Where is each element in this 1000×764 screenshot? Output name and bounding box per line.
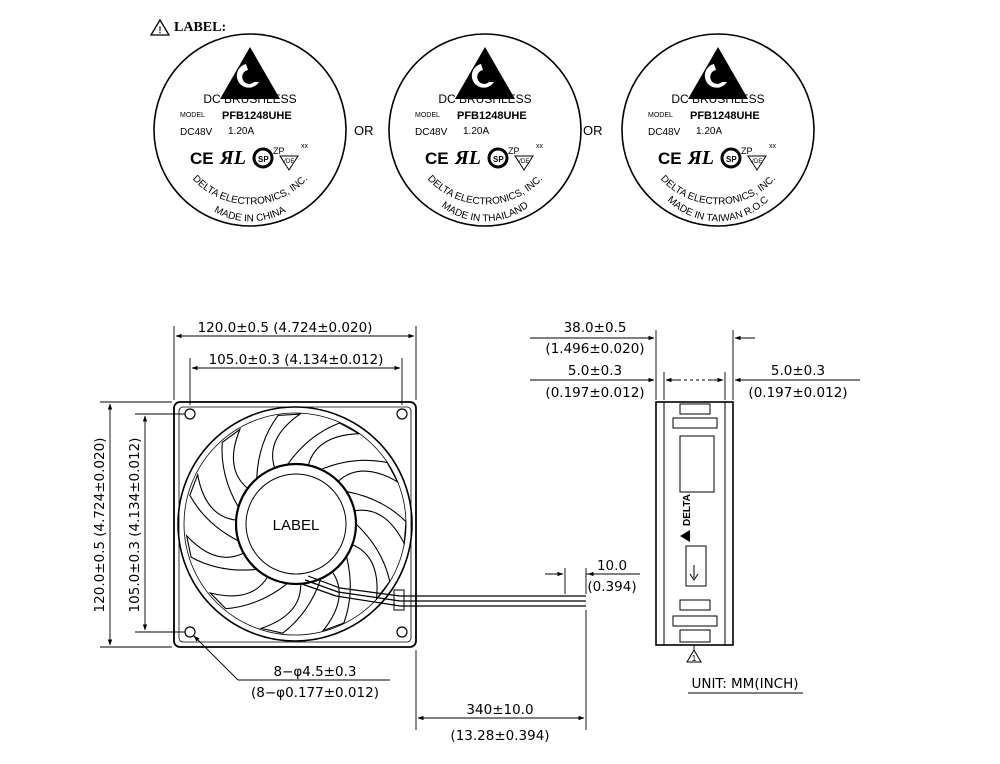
- svg-text:MODEL: MODEL: [180, 112, 205, 119]
- svg-text:DELTA: DELTA: [682, 494, 693, 526]
- svg-text:1.20A: 1.20A: [696, 126, 722, 137]
- label-disc-3: DC BRUSHLESS MODEL PFB1248UHE DC48V 1.20…: [620, 32, 816, 228]
- warning-icon: [149, 18, 171, 36]
- dim-flange-left-2: (0.197±0.012): [545, 385, 644, 401]
- label-section-header: ! LABEL:: [149, 18, 226, 36]
- svg-text:PFB1248UHE: PFB1248UHE: [222, 110, 292, 122]
- svg-text:DC BRUSHLESS: DC BRUSHLESS: [203, 92, 296, 106]
- dim-height-holes: 105.0±0.3 (4.134±0.012): [127, 438, 143, 613]
- svg-text:DC48V: DC48V: [648, 127, 681, 138]
- dim-strip-2: (0.394): [587, 579, 636, 595]
- fan-blade: [346, 491, 407, 546]
- fan-blade: [287, 422, 361, 466]
- fan-blade: [221, 427, 249, 508]
- dim-lead-1: 340±10.0: [466, 702, 533, 718]
- svg-text:DC BRUSHLESS: DC BRUSHLESS: [438, 92, 531, 106]
- fan-blade: [189, 472, 239, 542]
- note-mark: 1: [692, 654, 697, 663]
- or-text-1: OR: [354, 123, 374, 138]
- svg-text:MODEL: MODEL: [648, 112, 673, 119]
- fan-blade: [185, 533, 257, 571]
- dim-flange-left-1: 5.0±0.3: [568, 363, 622, 379]
- note-triangle-icon: [686, 649, 702, 663]
- svg-text:MODEL: MODEL: [415, 112, 440, 119]
- svg-text:DC48V: DC48V: [415, 127, 448, 138]
- fan-blades: [185, 413, 407, 634]
- dim-holes-2: (8−φ0.177±0.012): [251, 685, 379, 701]
- dim-width-outer: 120.0±0.5 (4.724±0.020): [198, 320, 373, 336]
- label-title: LABEL:: [174, 20, 226, 35]
- fan-blade: [259, 578, 322, 634]
- label-disc-2: DC BRUSHLESS MODEL PFB1248UHE DC48V 1.20…: [387, 32, 583, 228]
- dim-holes-1: 8−φ4.5±0.3: [273, 664, 356, 680]
- svg-text:PFB1248UHE: PFB1248UHE: [457, 110, 527, 122]
- dim-width-holes: 105.0±0.3 (4.134±0.012): [209, 352, 384, 368]
- fan-blade: [208, 576, 288, 610]
- dim-flange-right-1: 5.0±0.3: [771, 363, 825, 379]
- fan-blade: [321, 556, 351, 632]
- dim-depth-1: 38.0±0.5: [564, 320, 627, 336]
- or-text-2: OR: [583, 123, 603, 138]
- dim-strip-1: 10.0: [597, 558, 627, 574]
- svg-text:DC48V: DC48V: [180, 127, 213, 138]
- dim-height-outer: 120.0±0.5 (4.724±0.020): [92, 438, 108, 613]
- dim-depth-2: (1.496±0.020): [545, 341, 644, 357]
- label-disc-1: DC BRUSHLESS MODEL PFB1248UHE DC48V 1.20…: [152, 32, 348, 228]
- dim-flange-right-2: (0.197±0.012): [748, 385, 847, 401]
- fan-blade: [256, 413, 302, 479]
- fan-blade: [320, 459, 400, 484]
- fan-front-view: [173, 401, 586, 648]
- dim-lead-2: (13.28±0.394): [450, 728, 549, 744]
- fan-blade: [352, 523, 391, 601]
- front-dimension-lines: [100, 326, 640, 730]
- svg-text:PFB1248UHE: PFB1248UHE: [690, 110, 760, 122]
- svg-text:!: !: [159, 25, 162, 35]
- fan-side-view: [530, 330, 860, 663]
- hub-label: LABEL: [273, 517, 320, 534]
- units-note: UNIT: MM(INCH): [691, 676, 798, 692]
- svg-text:DC BRUSHLESS: DC BRUSHLESS: [671, 92, 764, 106]
- svg-text:1.20A: 1.20A: [228, 126, 254, 137]
- svg-text:1.20A: 1.20A: [463, 126, 489, 137]
- side-brand: DELTA: [680, 494, 693, 542]
